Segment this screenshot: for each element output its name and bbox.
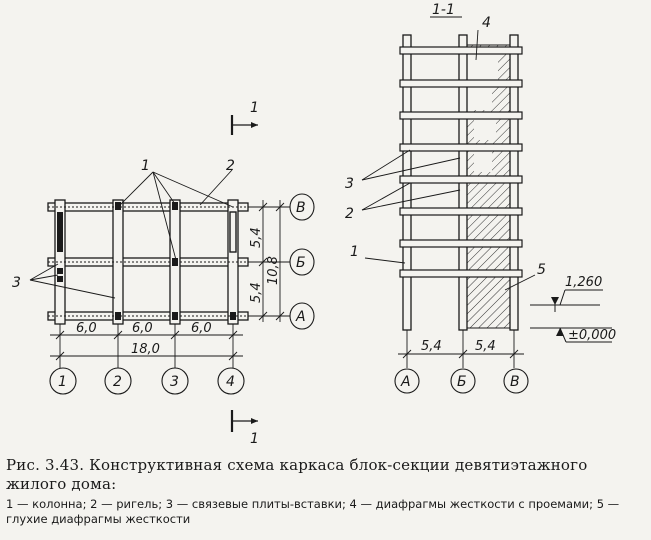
figure-caption: Рис. 3.43. Конструктивная схема каркаса …: [6, 456, 642, 527]
caption-title: Рис. 3.43. Конструктивная схема каркаса …: [6, 456, 588, 493]
plan-row-axis-bubbles: [289, 193, 315, 330]
section-span-dimension-2: 5,4: [475, 339, 496, 354]
plan-row-axis-label: А: [295, 309, 306, 325]
plan-leaders: [29, 169, 234, 299]
plan-labels: 1 1 1 2 3 6,0 6,0 6,0 18,0 5,4 5,4 10,8 …: [12, 100, 306, 447]
section-dimensions: [398, 330, 524, 368]
section-solid-diaphragm: [463, 275, 515, 329]
section-axis-bubbles: [394, 368, 529, 394]
plan-total-length: 18,0: [131, 342, 160, 357]
plan-bay-dimension-3: 6,0: [191, 321, 212, 336]
section-callout-2: 2: [345, 206, 354, 222]
plan-column-axis-label: 3: [170, 374, 179, 390]
plan-column-axis-label: 4: [226, 374, 235, 390]
section-view: [361, 16, 612, 394]
section-title: 1-1: [432, 2, 455, 18]
plan-bay-dimension-2: 6,0: [132, 321, 153, 336]
section-callout-3: 3: [345, 176, 354, 192]
section-callout-4: 4: [482, 15, 491, 31]
plan-row-axis-label: Б: [296, 255, 306, 271]
caption-legend: 1 — колонна; 2 — ригель; 3 — связевые пл…: [6, 497, 620, 526]
plan-tie-plates: [57, 202, 237, 320]
section-leaders: [361, 16, 536, 291]
plan-column-axis-label: 1: [58, 374, 67, 390]
plan-callout-2: 2: [226, 158, 235, 174]
section-diaphragms-with-openings: [463, 44, 515, 271]
section-elevation-marks: [530, 289, 612, 343]
section-span-dimension-1: 5,4: [421, 339, 442, 354]
plan-section-mark-top: [230, 115, 258, 135]
plan-row-axis-label: В: [296, 200, 306, 216]
section-callout-5: 5: [537, 262, 546, 278]
plan-section-mark-bottom: [230, 410, 258, 432]
plan-bay-dimension-1: 6,0: [76, 321, 97, 336]
plan-dimensions-right: [248, 200, 290, 322]
plan-view: [29, 115, 315, 432]
plan-total-width: 10,8: [266, 256, 281, 285]
plan-column-axis-label: 2: [113, 374, 122, 390]
section-axis-label: В: [510, 374, 520, 390]
section-floor-beams: [399, 46, 523, 278]
section-elevation-top: 1,260: [565, 275, 602, 290]
section-callout-1: 1: [350, 244, 359, 260]
plan-span-dimension-2: 5,4: [249, 282, 264, 303]
structural-scheme-figure: 1 1 1 2 3 6,0 6,0 6,0 18,0 5,4 5,4 10,8 …: [12, 2, 616, 447]
section-elevation-zero: ±0,000: [568, 328, 616, 343]
section-axis-label: А: [400, 374, 411, 390]
plan-section-mark-top-label: 1: [250, 100, 259, 116]
section-axis-label: Б: [457, 374, 467, 390]
plan-dimensions-bottom: [50, 324, 243, 368]
plan-span-dimension-1: 5,4: [249, 227, 264, 248]
plan-column-axis-bubbles: [49, 367, 245, 395]
plan-section-mark-bottom-label: 1: [250, 431, 259, 447]
plan-callout-3: 3: [12, 275, 21, 291]
section-labels: 1-1 4 3 2 1 5 5,4 5,4 А Б В 1,260 ±0,000: [345, 2, 616, 390]
plan-callout-1: 1: [141, 158, 150, 174]
